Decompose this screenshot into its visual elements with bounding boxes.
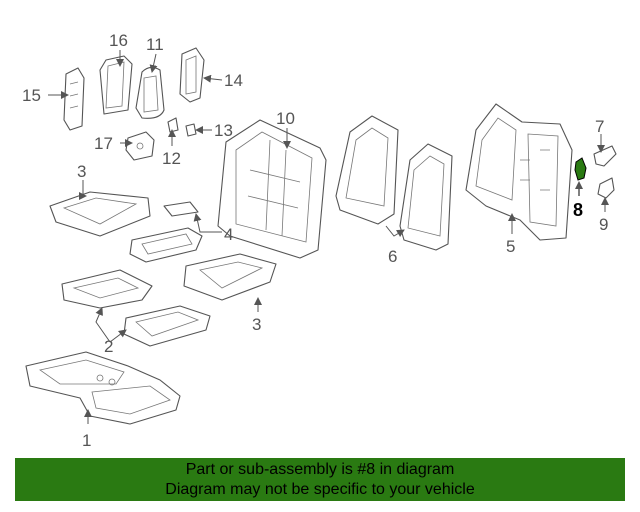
part-10-seatback-frame[interactable] (217, 119, 327, 259)
part-1-seat-frame[interactable] (25, 351, 181, 425)
banner-line-2: Diagram may not be specific to your vehi… (165, 481, 475, 498)
callout-16: 16 (109, 31, 128, 50)
banner-line-1: Part or sub-assembly is #8 in diagram (185, 461, 455, 478)
callout-7: 7 (595, 117, 604, 136)
callout-12: 12 (162, 149, 181, 168)
part-14-bracket[interactable] (179, 47, 205, 103)
callout-10: 10 (276, 109, 295, 128)
leader-lines (48, 50, 609, 424)
callout-labels: 1 2 3 3 4 5 6 7 8 9 10 11 12 13 14 15 16… (22, 31, 608, 450)
callout-5: 5 (506, 237, 515, 256)
info-banner: Part or sub-assembly is #8 in diagram Di… (15, 458, 625, 501)
callout-9: 9 (599, 215, 608, 234)
callout-13: 13 (214, 121, 233, 140)
callout-14: 14 (224, 71, 243, 90)
part-5-rear-panel[interactable] (465, 103, 573, 241)
part-4-trim[interactable] (129, 201, 203, 263)
part-6-seatback-pad[interactable] (335, 115, 453, 251)
callout-2: 2 (104, 337, 113, 356)
part-3-cushion-lower[interactable] (183, 253, 277, 301)
callout-1: 1 (82, 431, 91, 450)
callout-4: 4 (224, 225, 233, 244)
part-15-hinge[interactable] (63, 67, 85, 131)
part-12-clip[interactable] (167, 117, 179, 133)
part-8-highlighted[interactable] (574, 157, 587, 181)
callout-15: 15 (22, 86, 41, 105)
callout-6: 6 (388, 247, 397, 266)
part-17-latch[interactable] (125, 131, 155, 161)
part-13-clip[interactable] (185, 123, 197, 137)
part-11-armrest[interactable] (135, 66, 165, 119)
part-2-seat-cushion[interactable] (61, 269, 211, 347)
part-9-clip[interactable] (597, 177, 615, 199)
part-16-pad[interactable] (99, 55, 133, 115)
callout-3b: 3 (252, 315, 261, 334)
part-3-cushion-upper[interactable] (49, 191, 151, 237)
parts-diagram: 1 2 3 3 4 5 6 7 8 9 10 11 12 13 14 15 16… (22, 31, 617, 450)
callout-8: 8 (573, 200, 583, 220)
callout-11: 11 (146, 35, 164, 54)
part-7-clip[interactable] (593, 145, 617, 167)
callout-17: 17 (94, 134, 113, 153)
callout-3a: 3 (77, 162, 86, 181)
